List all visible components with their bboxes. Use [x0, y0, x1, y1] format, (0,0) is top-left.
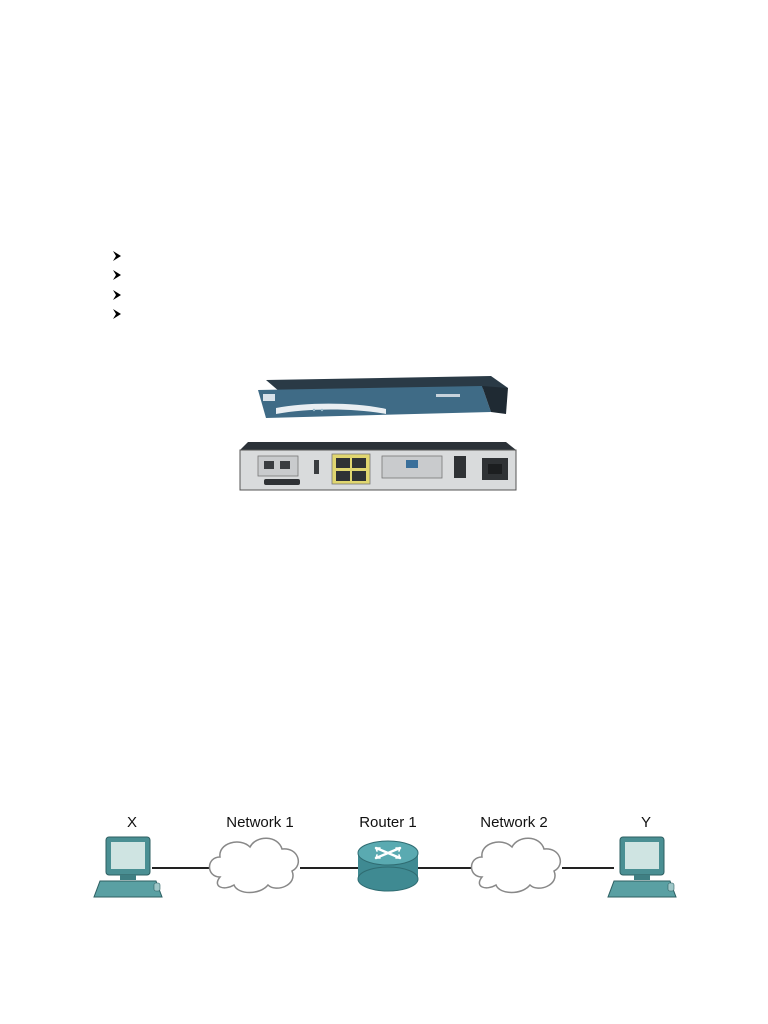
host-x-label: X: [127, 814, 137, 831]
router-front-view: [258, 376, 508, 418]
list-item: [112, 246, 122, 266]
network-diagram: X Network 1 Router 1 Network 2 Y: [93, 814, 677, 898]
bullet-list: [112, 246, 122, 324]
arrow-bullet-icon: [113, 250, 121, 261]
host-y-label: Y: [641, 814, 651, 831]
router-1-icon: [357, 840, 419, 892]
arrow-bullet-icon: [113, 270, 121, 281]
router-device-photo: [239, 376, 517, 491]
computer-y-icon: [607, 836, 677, 898]
network-1-cloud-icon: [208, 837, 300, 894]
network-2-cloud-icon: [470, 837, 562, 894]
network-2-label: Network 2: [480, 814, 548, 831]
router-rear-view: [239, 442, 517, 491]
arrow-bullet-icon: [113, 309, 121, 320]
list-item: [112, 266, 122, 286]
network-1-label: Network 1: [226, 814, 294, 831]
list-item: [112, 285, 122, 305]
list-item: [112, 305, 122, 325]
arrow-bullet-icon: [113, 289, 121, 300]
router-1-label: Router 1: [359, 814, 417, 831]
computer-x-icon: [93, 836, 163, 898]
